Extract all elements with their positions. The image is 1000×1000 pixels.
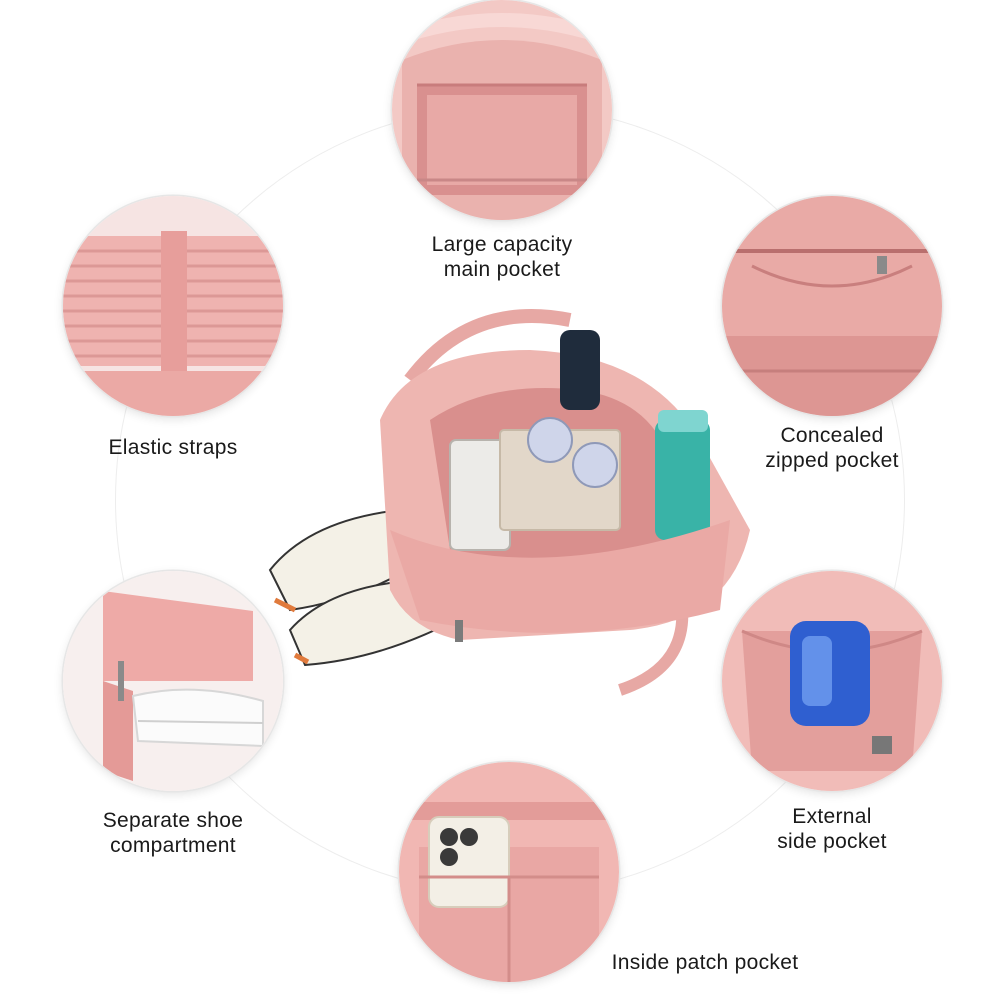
main-pocket-label: Large capacity main pocket bbox=[431, 233, 573, 281]
zipped-pocket-label: Concealed zipped pocket bbox=[765, 424, 899, 472]
patch-pocket-label: Inside patch pocket bbox=[611, 951, 799, 974]
patch-pocket-photo bbox=[399, 762, 619, 982]
shoe-compartment-photo bbox=[63, 571, 283, 791]
elastic-straps-photo bbox=[63, 196, 283, 416]
zipped-pocket-photo bbox=[722, 196, 942, 416]
side-pocket-photo bbox=[722, 571, 942, 791]
side-pocket-label: External side pocket bbox=[777, 805, 887, 853]
main-pocket-photo bbox=[392, 0, 612, 220]
shoe-compartment-label: Separate shoe compartment bbox=[102, 809, 244, 857]
gym-bag-illustration bbox=[250, 300, 770, 700]
elastic-straps-label: Elastic straps bbox=[108, 436, 238, 459]
